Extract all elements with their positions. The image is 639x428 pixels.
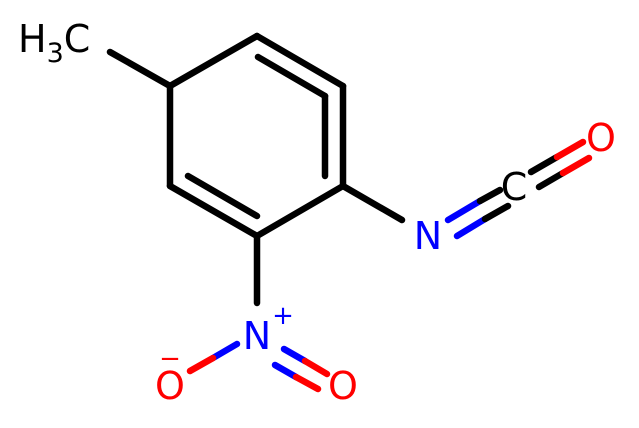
ring-bond-top-left xyxy=(166,32,261,90)
methyl-bond xyxy=(106,48,174,90)
n-c-bond-upper-c xyxy=(476,186,504,205)
ring-inner-bond-3 xyxy=(184,172,261,220)
methyl-label: H3C xyxy=(18,17,90,69)
n-c-bond-lower-n xyxy=(453,215,489,240)
nitro-double-bond-upper-n xyxy=(280,345,309,365)
nitro-o-minus-atom: O xyxy=(155,364,185,408)
c-o-bond-upper-o xyxy=(553,138,587,161)
c-o-bond-lower-c xyxy=(535,169,567,191)
c-o-bond-lower-o xyxy=(559,154,593,177)
ring-bond-bottom-right xyxy=(253,182,347,240)
n-c-double-bond xyxy=(444,186,512,240)
ring-inner-bond-1 xyxy=(254,53,329,100)
nitro-double-bond-lower-o xyxy=(292,373,322,393)
nitro-o-minus-charge: − xyxy=(159,344,181,374)
nitro-double-bond-upper-o xyxy=(301,357,331,378)
nitro-single-bond-o xyxy=(186,354,217,375)
ring-bond-bottom-left xyxy=(166,182,261,240)
c-o-double-bond xyxy=(527,138,593,191)
isocyanate-c-atom: C xyxy=(501,165,528,209)
nitro-n-o-double-bond xyxy=(271,345,331,393)
benzene-ring xyxy=(166,32,347,240)
nitro-n-o-single-bond xyxy=(186,340,241,375)
isocyanate-o-atom: O xyxy=(586,116,616,160)
nitro-n-plus-charge: + xyxy=(272,301,294,331)
nitro-n-atom: N xyxy=(243,314,271,358)
ring-to-isocyanate-bond xyxy=(339,182,406,224)
nitro-double-bond-lower-n xyxy=(271,361,300,381)
nitro-single-bond-n xyxy=(209,340,241,362)
n-c-bond-upper-n xyxy=(444,197,484,224)
isocyanate-n-atom: N xyxy=(414,214,442,258)
nitro-o-atom: O xyxy=(328,364,358,408)
n-c-bond-lower-c xyxy=(481,202,512,223)
c-o-bond-upper-c xyxy=(527,153,561,176)
ring-bond-top-right xyxy=(253,32,347,90)
